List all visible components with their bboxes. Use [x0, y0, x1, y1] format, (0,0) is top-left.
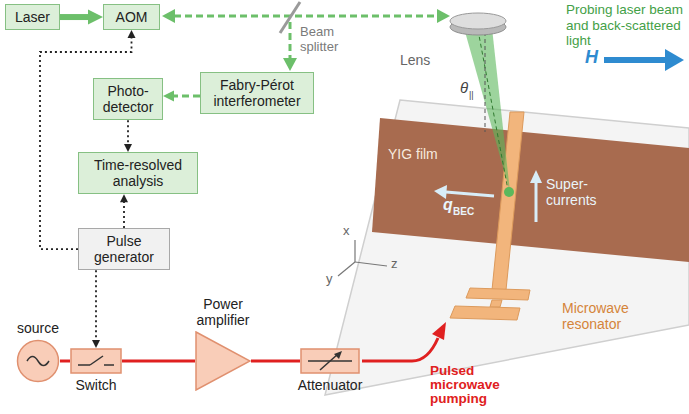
- component-label: Power amplifier: [183, 296, 263, 328]
- field-arrow: [604, 57, 668, 63]
- component-node: source: [16, 339, 60, 383]
- pumping-line: [362, 338, 438, 361]
- connector-line: [95, 270, 97, 341]
- component-node: Power amplifier: [195, 331, 251, 391]
- process-box: Fabry-Pérot interferometer: [200, 72, 314, 114]
- connector: [124, 120, 132, 152]
- connector-line: [123, 201, 125, 228]
- resonator-pad: [450, 306, 520, 320]
- annotation-label: Microwave resonator: [562, 300, 662, 332]
- annotation-label: Beam splitter: [300, 25, 360, 55]
- resonator-pad: [466, 288, 530, 300]
- box-label: Photo-detector: [98, 83, 158, 115]
- laser-beam-path: [174, 15, 438, 18]
- process-box: AOM: [103, 4, 160, 30]
- connector: [163, 91, 200, 102]
- beam-axis: [478, 30, 508, 190]
- connector-line: [251, 360, 300, 363]
- arrow-head: [92, 340, 100, 348]
- switch-symbol: [70, 348, 122, 374]
- axis-y: [338, 262, 355, 276]
- connector-line: [60, 360, 70, 363]
- annotation-label: θ: [460, 79, 468, 96]
- circle-symbol: [16, 339, 60, 383]
- probe-beam: [464, 28, 510, 192]
- reflected-beam: [289, 22, 292, 59]
- connector: [251, 361, 300, 362]
- connector-line: [60, 14, 91, 20]
- connector: [122, 361, 195, 362]
- connector: [92, 270, 100, 348]
- annotation-label: Probing laser beam and back-scattered li…: [566, 2, 686, 49]
- resonator-stem: [490, 300, 502, 307]
- annotation-label: BEC: [453, 206, 474, 218]
- arrow-head: [88, 10, 103, 25]
- axis-z: [355, 262, 387, 266]
- lens: [450, 13, 506, 29]
- box-label: AOM: [116, 9, 148, 25]
- substrate: [325, 100, 689, 395]
- connector-line: [122, 360, 195, 363]
- arrow-head: [530, 170, 542, 183]
- annotation-label: H: [585, 47, 598, 68]
- normal-line: [485, 32, 486, 132]
- arrow-head: [124, 144, 132, 152]
- arrow-head: [665, 49, 684, 71]
- wavevector-arrow: [446, 192, 494, 196]
- connector-line: [172, 95, 200, 98]
- annotation-label: YIG film: [388, 146, 438, 162]
- connector: [60, 361, 70, 362]
- component-node: Attenuator: [300, 348, 360, 374]
- connector: [120, 194, 128, 228]
- supercurrent-arrow: [535, 182, 538, 222]
- connector: [40, 30, 136, 249]
- annotation-label: Pulsed microwave pumping: [430, 364, 512, 406]
- connector-line: [127, 120, 129, 145]
- annotation-label: z: [391, 257, 398, 272]
- tri-symbol: [195, 331, 251, 391]
- annotation-label: ||: [469, 90, 474, 100]
- component-label: Switch: [75, 377, 116, 393]
- arrow-head: [128, 30, 136, 38]
- process-box: Photo-detector: [93, 78, 163, 120]
- component-node: Switch: [70, 348, 122, 374]
- arrow-head: [163, 91, 174, 102]
- axis-x: [354, 240, 355, 262]
- annotation-label: Super-currents: [546, 176, 612, 208]
- att-symbol: [300, 348, 360, 374]
- arrow-head: [432, 322, 446, 340]
- box-label: Time-resolved analysis: [83, 157, 193, 189]
- connector-line: [40, 36, 132, 249]
- arrow-head: [120, 194, 128, 202]
- yig-film: [372, 118, 689, 262]
- annotation-label: Lens: [400, 52, 430, 68]
- box-label: Pulse generator: [83, 233, 165, 265]
- annotation-label: x: [343, 224, 350, 239]
- probe-spot: [504, 187, 514, 197]
- arrow-head: [437, 9, 450, 23]
- box-label: Fabry-Pérot interferometer: [205, 77, 309, 109]
- box-label: Laser: [15, 9, 50, 25]
- component-label: source: [17, 320, 59, 336]
- component-label: Attenuator: [298, 377, 363, 393]
- annotation-label: y: [326, 272, 333, 287]
- arrow-head: [283, 58, 297, 71]
- process-box: Laser: [5, 4, 60, 30]
- process-box: Pulse generator: [78, 228, 170, 270]
- process-box: Time-resolved analysis: [78, 152, 198, 194]
- connector: [60, 10, 103, 25]
- arrow-head: [162, 9, 175, 23]
- annotation-label: q: [443, 196, 453, 214]
